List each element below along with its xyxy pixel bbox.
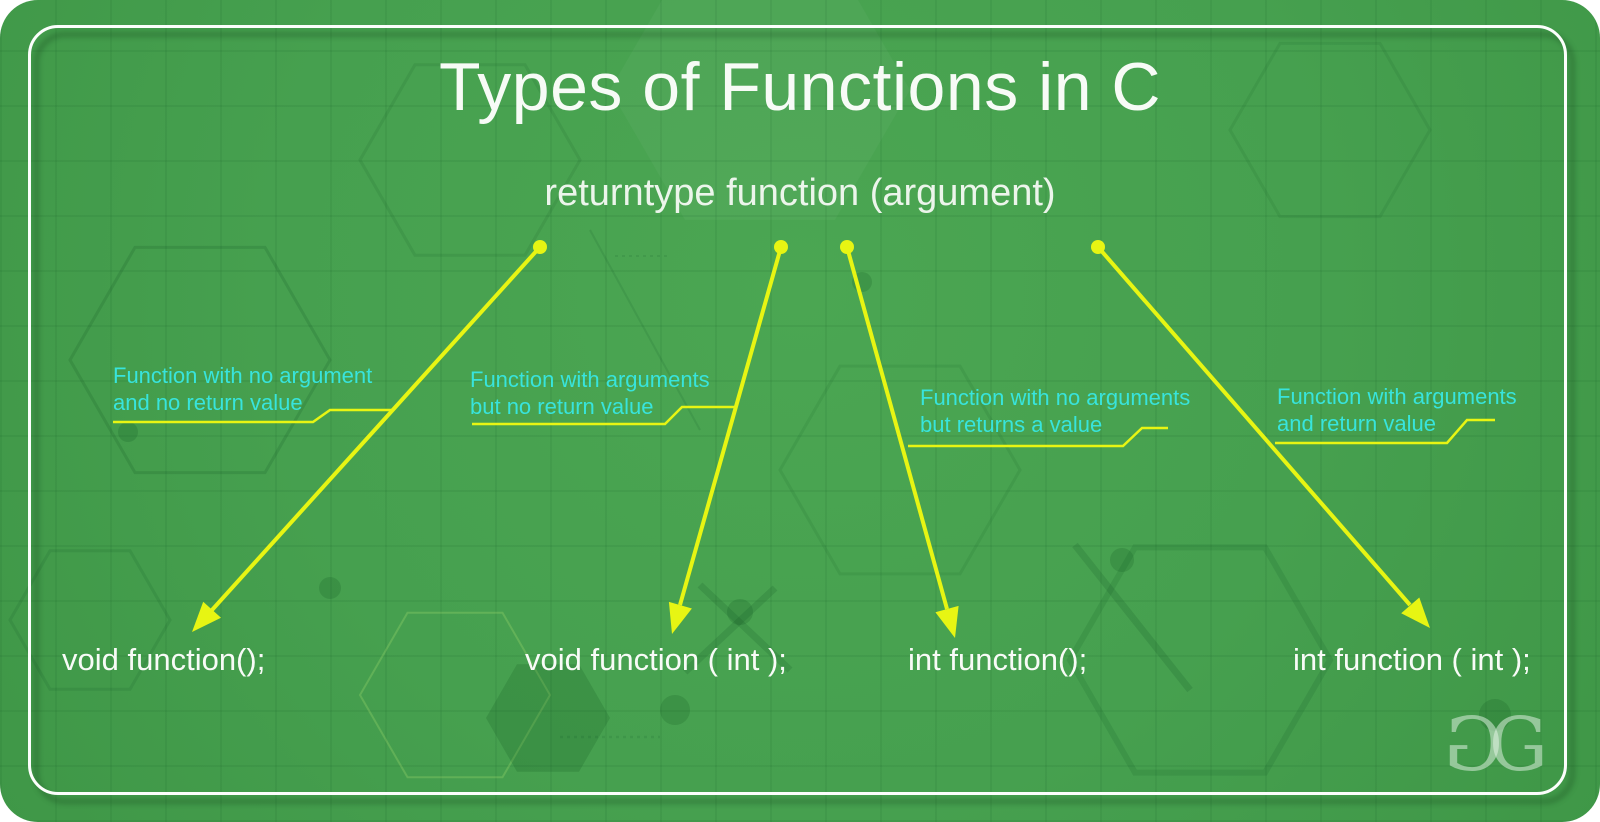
- callout-label-1: Function with no argument and no return …: [113, 362, 372, 416]
- callout-3-line-2: but returns a value: [920, 412, 1103, 437]
- callout-2-line-1: Function with arguments: [470, 367, 710, 392]
- code-snippet-3: int function();: [908, 642, 1088, 677]
- callout-label-4: Function with arguments and return value: [1277, 383, 1517, 437]
- callout-label-3: Function with no arguments but returns a…: [920, 384, 1190, 438]
- callout-4-line-2: and return value: [1277, 411, 1436, 436]
- callout-1-line-1: Function with no argument: [113, 363, 373, 388]
- logo-mirrored-g: G: [1443, 702, 1503, 788]
- code-snippet-1: void function();: [62, 642, 266, 677]
- code-snippet-2: void function ( int );: [525, 642, 787, 677]
- callout-3-line-1: Function with no arguments: [920, 385, 1191, 410]
- callout-2-line-2: but no return value: [470, 394, 654, 419]
- page-title: Types of Functions in C: [438, 49, 1162, 125]
- formula-text: returntype function (argument): [544, 172, 1056, 214]
- code-snippet-4: int function ( int );: [1293, 642, 1531, 677]
- logo-g: G: [1488, 702, 1548, 788]
- callout-4-line-1: Function with arguments: [1277, 384, 1517, 409]
- callout-1-line-2: and no return value: [113, 390, 303, 415]
- geeksforgeeks-logo: GG: [1443, 702, 1548, 788]
- callout-label-2: Function with arguments but no return va…: [470, 366, 710, 420]
